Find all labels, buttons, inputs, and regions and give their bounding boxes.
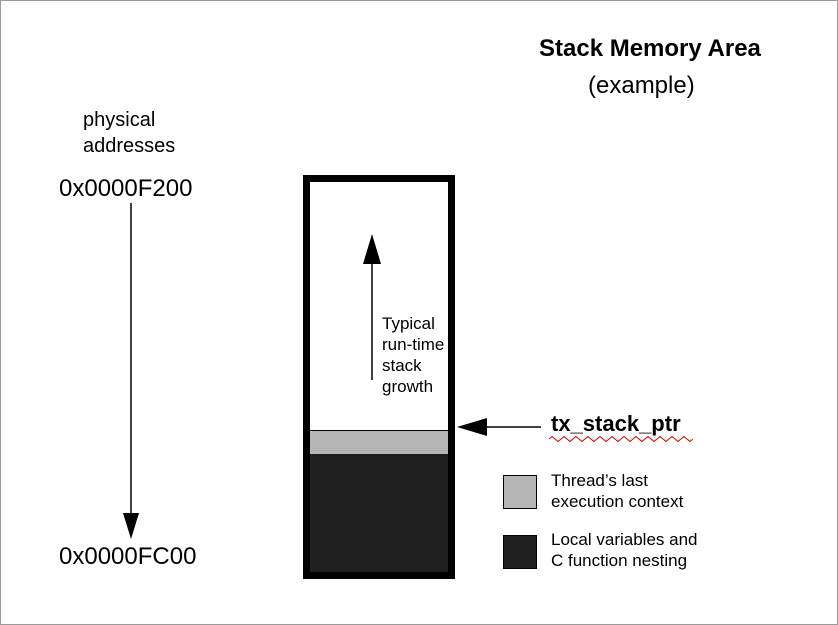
stack-pointer-label: tx_stack_ptr — [551, 411, 681, 436]
legend-swatch-locals — [503, 535, 537, 569]
local-variables-region — [310, 454, 448, 572]
stack-growth-label-line-4: growth — [382, 377, 434, 396]
stack-growth-label-line-2: run-time — [382, 335, 445, 354]
legend-label-context: Thread’s last execution context — [551, 470, 683, 512]
diagram-subtitle: (example) — [588, 72, 695, 99]
stack-growth-label-line-3: stack — [382, 356, 422, 375]
legend-label-locals: Local variables and C function nesting — [551, 529, 697, 571]
top-address-label: 0x0000F200 — [59, 175, 193, 202]
spellcheck-underline — [549, 436, 693, 442]
stack-growth-arrow — [363, 234, 381, 380]
diagram-title: Stack Memory Area — [539, 35, 761, 62]
thread-context-region — [310, 430, 448, 454]
legend-locals-line-2: C function nesting — [551, 551, 688, 570]
stack-pointer-arrow — [457, 418, 541, 436]
address-axis-label-line-1: physical — [83, 109, 156, 131]
address-axis-label: physical addresses — [83, 107, 175, 159]
stack-growth-arrow-head — [363, 234, 381, 264]
address-arrow-head — [123, 513, 139, 539]
legend-context-line-1: Thread’s last — [551, 471, 649, 490]
stack-growth-label: Typical run-time stack growth — [382, 313, 444, 397]
legend-swatch-context — [503, 475, 537, 509]
legend-context-line-2: execution context — [551, 492, 684, 511]
legend-locals-line-1: Local variables and — [551, 530, 698, 549]
stack-growth-label-line-1: Typical — [382, 314, 435, 333]
stack-pointer-arrow-head — [457, 418, 487, 436]
address-direction-arrow — [123, 203, 139, 539]
spellcheck-squiggle-path — [549, 436, 693, 442]
stack-memory-block: Typical run-time stack growth — [303, 175, 455, 579]
address-axis-label-line-2: addresses — [83, 135, 176, 157]
bottom-address-label: 0x0000FC00 — [59, 543, 197, 570]
